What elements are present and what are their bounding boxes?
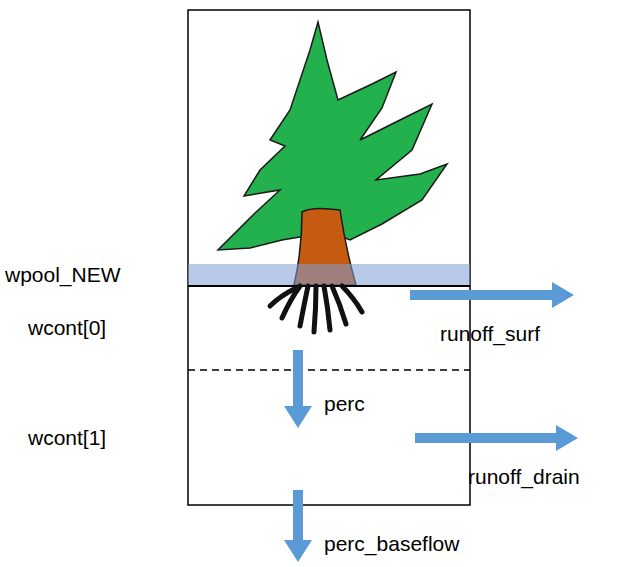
layer-label: wcont[0]	[28, 316, 106, 340]
soil-column-frame	[188, 10, 470, 505]
water-pool-band	[188, 264, 470, 286]
pool-label: wpool_NEW	[5, 263, 121, 287]
tree-roots	[270, 286, 362, 332]
flux-label: perc	[324, 392, 365, 416]
runoff-drain-arrow	[415, 425, 578, 451]
perc-arrow	[284, 350, 312, 428]
ground-surface-line	[188, 285, 470, 287]
layer-label: wcont[1]	[28, 426, 106, 450]
flux-label: perc_baseflow	[324, 532, 459, 556]
perc-baseflow-arrow	[284, 490, 312, 562]
flux-label: runoff_surf	[440, 322, 540, 346]
flux-label: runoff_drain	[468, 465, 580, 489]
runoff-surf-arrow	[410, 282, 574, 308]
layer-boundary	[188, 369, 470, 371]
